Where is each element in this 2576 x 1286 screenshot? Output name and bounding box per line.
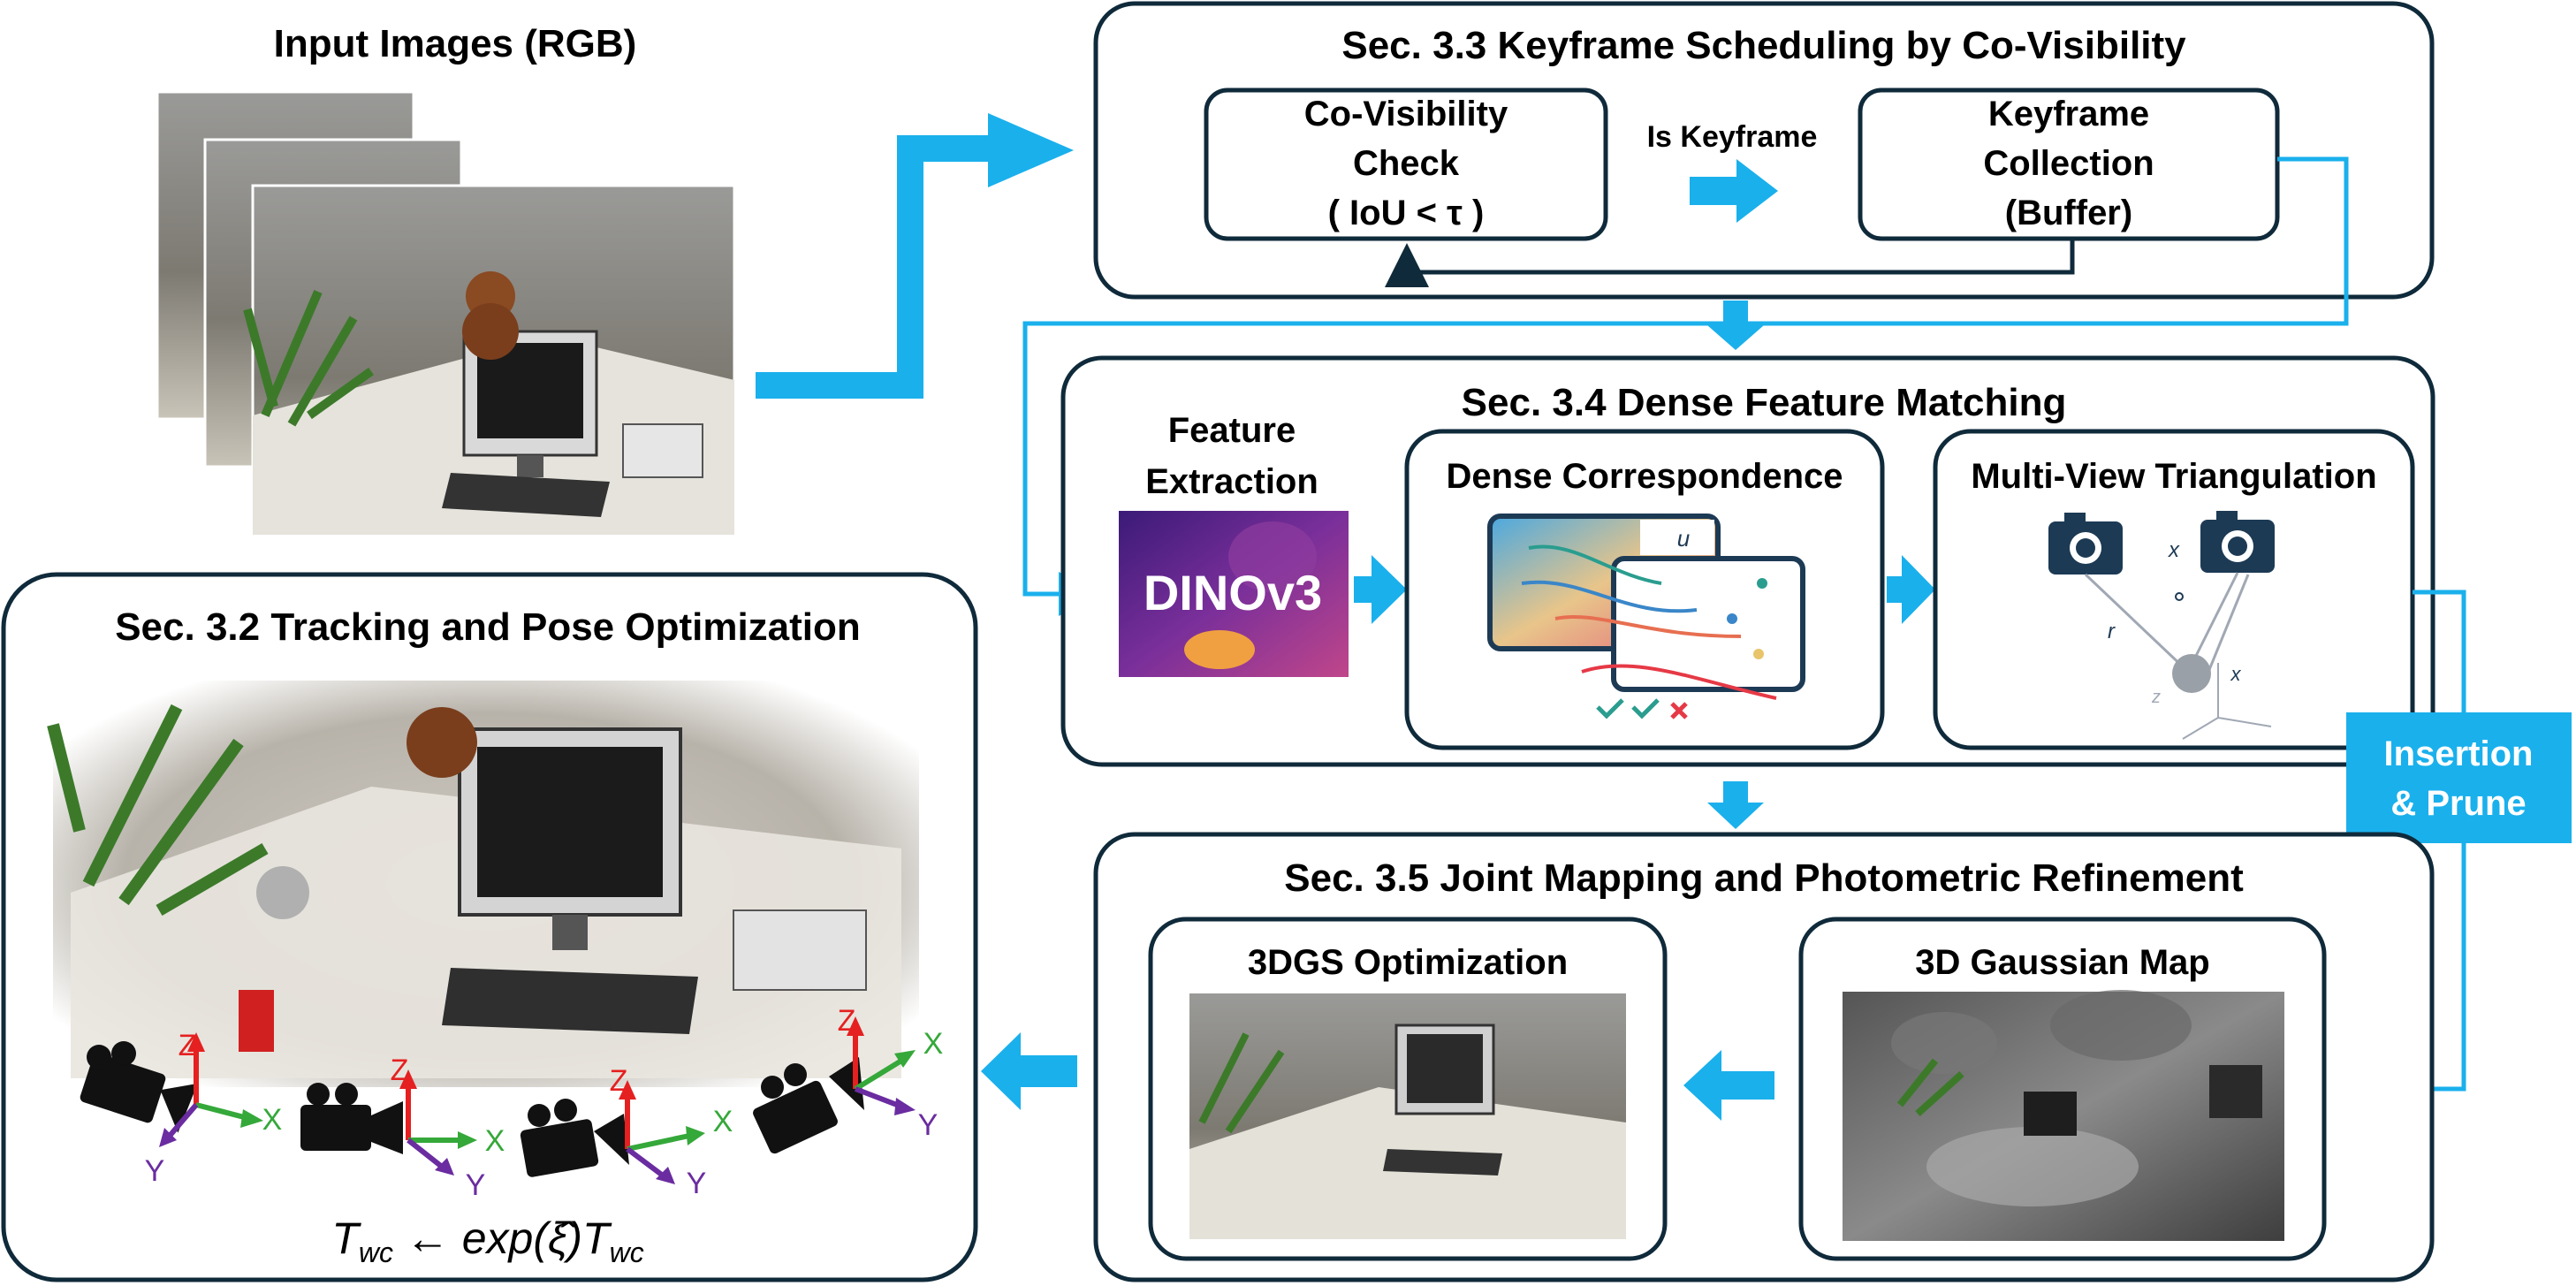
axis-z-label: Z: [610, 1064, 628, 1098]
feature-extraction-line2: Extraction: [1145, 462, 1318, 501]
keyframe-to-matching-arrow: [1707, 301, 1764, 350]
eq-close: ): [563, 1214, 582, 1263]
axis-y-label: Y: [918, 1108, 938, 1142]
axis-z-label: Z: [391, 1054, 409, 1087]
insertion-line1: Insertion: [2384, 734, 2534, 773]
optimization-label: 3DGS Optimization: [1248, 943, 1568, 982]
keyframe-collection-line1: Keyframe: [1988, 95, 2149, 133]
axis-z-label: Z: [838, 1004, 856, 1038]
covis-check-box: [1204, 88, 1608, 241]
is-keyframe-label: Is Keyframe: [1647, 120, 1818, 154]
tri-x-side: x: [2230, 663, 2242, 685]
camera-pose-3: Z X Y: [520, 1064, 733, 1200]
is-keyframe-arrow: [1690, 159, 1778, 223]
tri-r: r: [2108, 620, 2116, 643]
eq-t2: T: [582, 1214, 612, 1263]
input-image-stack: [156, 90, 736, 536]
camera-pose-1: Z X Y: [80, 1029, 283, 1188]
video-camera-icon: [300, 1083, 403, 1154]
dino-feature-map: [1119, 511, 1349, 677]
camera-icon-left: [2048, 513, 2123, 575]
optimization-render: [1189, 993, 1626, 1239]
gaussian-map-render: [1843, 990, 2284, 1241]
matching-section-title: Sec. 3.4 Dense Feature Matching: [1462, 381, 2067, 424]
buffer-feedback-arrow: [1385, 239, 2075, 287]
tri-z: z: [2151, 688, 2161, 707]
input-to-keyframe-arrow: [756, 135, 994, 399]
tracking-section-title: Sec. 3.2 Tracking and Pose Optimization: [115, 605, 861, 649]
dino-label: DINOv3: [1144, 565, 1322, 620]
map-to-optimization-arrow: [1683, 1050, 1774, 1121]
video-camera-icon: [520, 1099, 629, 1177]
insertion-prune-box: [2346, 712, 2572, 843]
tracking-render: [47, 681, 919, 1087]
matching-to-mapping-arrow: [1707, 781, 1764, 829]
triangulation-box: [1933, 429, 2415, 750]
tri-x-top: x: [2168, 538, 2180, 562]
corr-to-tri-arrow: [1887, 555, 1935, 624]
dino-to-corr-arrow: [1354, 555, 1407, 624]
axis-x-label: X: [262, 1103, 283, 1137]
axis-y-label: Y: [145, 1154, 165, 1188]
camera-icon-right: [2200, 511, 2275, 573]
collection-to-dino-line: [1022, 156, 2349, 616]
dense-correspondence-illustration: u: [1487, 514, 1805, 719]
eq-sub2: wc: [610, 1237, 644, 1268]
covis-check-line1: Co-Visibility: [1304, 95, 1508, 133]
eq-sub1: wc: [359, 1237, 393, 1268]
keyframe-collection-line3: (Buffer): [2005, 194, 2132, 232]
camera-pose-2: Z X Y: [300, 1054, 505, 1202]
camera-pose-4: Z X Y: [753, 1004, 944, 1154]
covis-check-line3: ( IoU < τ ): [1328, 194, 1485, 232]
eq-t1: T: [331, 1214, 361, 1263]
gaussian-map-label: 3D Gaussian Map: [1915, 943, 2209, 982]
corr-u-label: u: [1677, 525, 1690, 552]
input-title: Input Images (RGB): [274, 22, 637, 65]
axis-x-label: X: [923, 1027, 944, 1061]
mapping-to-tracking-arrow: [981, 1032, 1077, 1110]
mapping-section-title: Sec. 3.5 Joint Mapping and Photometric R…: [1284, 856, 2244, 900]
dense-correspondence-label: Dense Correspondence: [1446, 457, 1843, 496]
feature-extraction-line1: Feature: [1168, 411, 1296, 450]
triangulation-label: Multi-View Triangulation: [1971, 457, 2376, 496]
keyframe-section-title: Sec. 3.3 Keyframe Scheduling by Co-Visib…: [1341, 24, 2186, 67]
axis-x-label: X: [485, 1124, 505, 1158]
pose-update-equation: Twc ← exp(ξ̂)Twc: [331, 1214, 643, 1268]
axis-z-label: Z: [179, 1029, 197, 1062]
triangulation-illustration: x r x z: [2048, 511, 2275, 740]
covis-check-line2: Check: [1353, 144, 1460, 183]
keyframe-collection-line2: Collection: [1983, 144, 2154, 183]
eq-mid: ← exp(: [393, 1214, 551, 1263]
axis-x-label: X: [713, 1105, 733, 1138]
axis-y-label: Y: [687, 1167, 707, 1200]
video-camera-icon: [80, 1041, 198, 1133]
insertion-line2: & Prune: [2390, 784, 2526, 823]
axis-y-label: Y: [466, 1168, 486, 1202]
keyframe-collection-box: [1858, 88, 2280, 241]
